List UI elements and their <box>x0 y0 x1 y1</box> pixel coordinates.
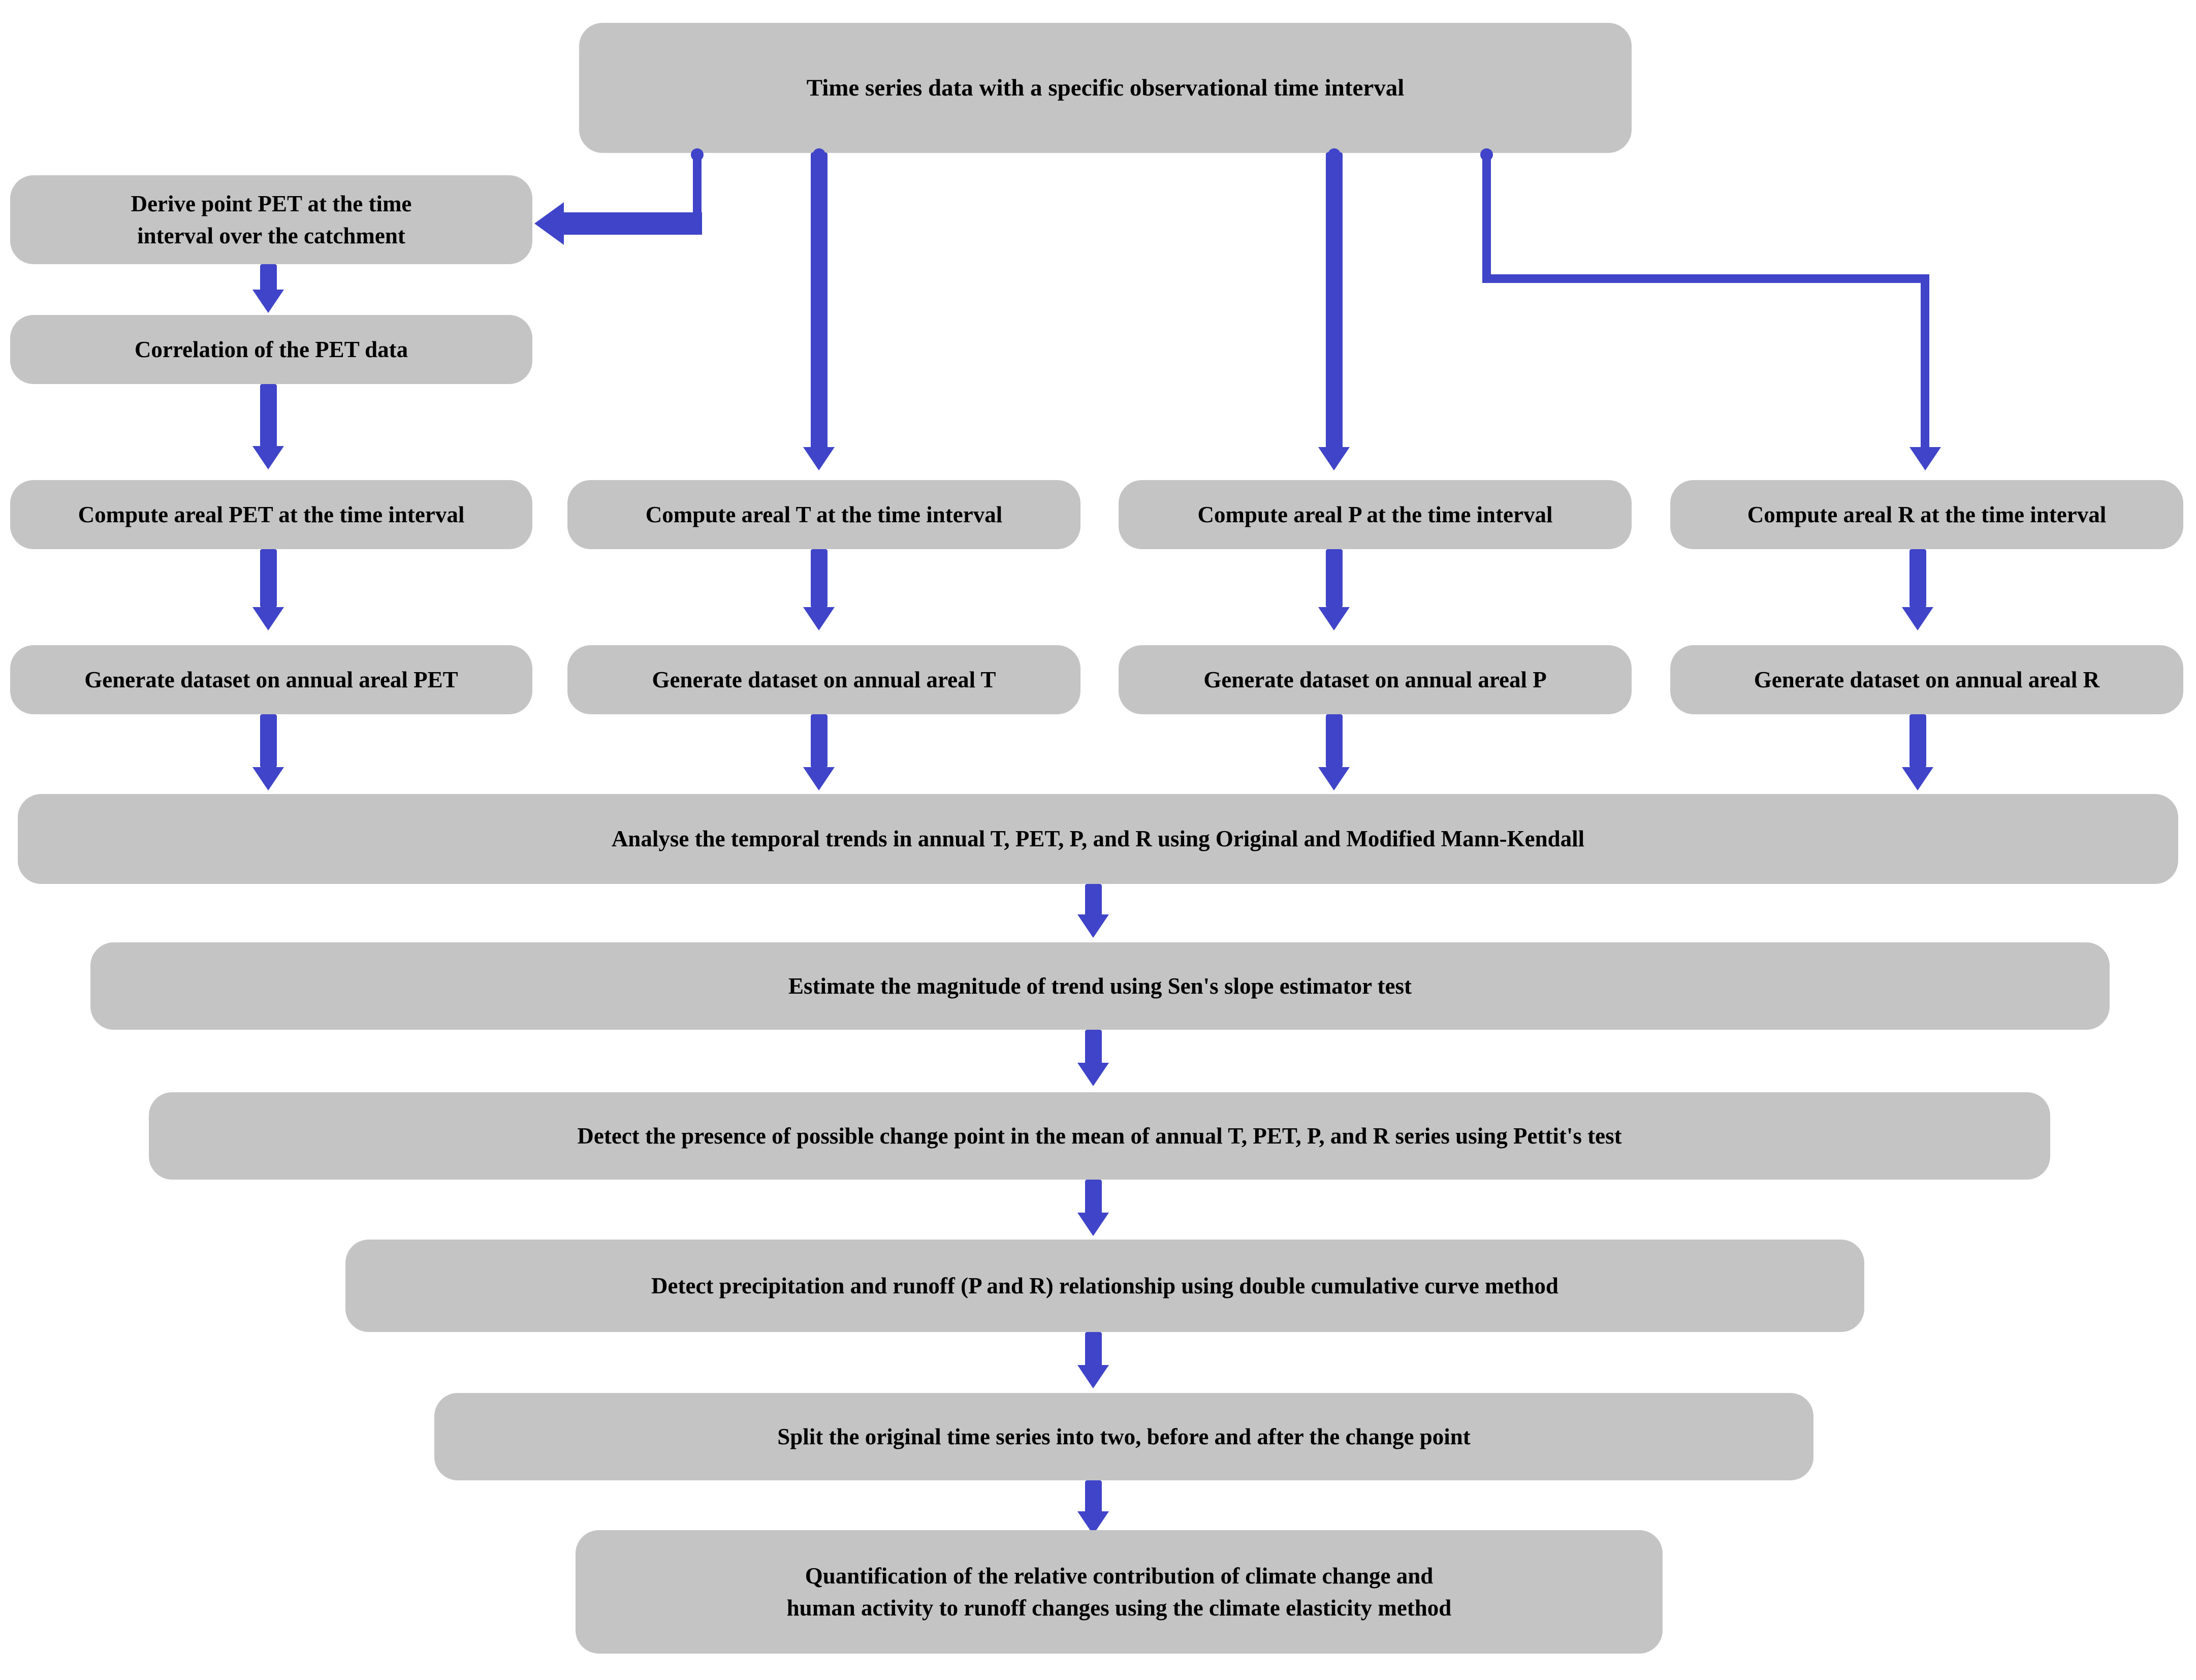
node-split-series[interactable]: Split the original time series into two,… <box>434 1393 1813 1480</box>
connector-datasetpet-to-analyse-arrowhead <box>252 767 284 790</box>
connector-pet-arrowhead <box>534 202 564 245</box>
connector-datasett-to-analyse-arrowhead <box>803 767 835 790</box>
node-sens-slope[interactable]: Estimate the magnitude of trend using Se… <box>90 942 2110 1030</box>
connector-computep-to-datasetp-shaft <box>1326 549 1343 608</box>
node-compute-r-label: Compute areal R at the time interval <box>1747 501 2107 527</box>
node-compute-p[interactable]: Compute areal P at the time interval <box>1119 480 1632 549</box>
node-derive-pet-label: Derive point PET at the time interval ov… <box>131 191 412 248</box>
node-compute-p-label: Compute areal P at the time interval <box>1197 501 1553 527</box>
connector-pettit-to-dcc-arrowhead <box>1077 1213 1109 1236</box>
connector-sens-to-pettit-arrowhead <box>1077 1063 1109 1086</box>
node-dataset-pet[interactable]: Generate dataset on annual areal PET <box>10 645 532 714</box>
connector-datasetp-to-analyse-shaft <box>1326 714 1343 768</box>
node-correlation-pet[interactable]: Correlation of the PET data <box>10 315 532 384</box>
node-dataset-p[interactable]: Generate dataset on annual areal P <box>1119 645 1632 714</box>
connector-computer-to-datasetr-arrowhead <box>1902 607 1933 630</box>
connector-analyse-to-sens-arrowhead <box>1077 914 1109 938</box>
node-split-series-label: Split the original time series into two,… <box>777 1423 1471 1449</box>
connector-datasett-to-analyse-shaft <box>811 714 828 768</box>
node-quantification[interactable]: Quantification of the relative contribut… <box>576 1530 1663 1654</box>
node-correlation-pet-label: Correlation of the PET data <box>134 336 408 362</box>
connector-datasetr-to-analyse-shaft <box>1909 714 1926 768</box>
node-compute-r[interactable]: Compute areal R at the time interval <box>1670 480 2183 549</box>
connector-computet-to-datasett-shaft <box>811 549 828 608</box>
node-dataset-t[interactable]: Generate dataset on annual areal T <box>567 645 1080 714</box>
connector-correlation-to-compute-shaft2 <box>260 411 277 450</box>
node-analyse-trends[interactable]: Analyse the temporal trends in annual T,… <box>18 794 2178 884</box>
node-compute-pet-label: Compute areal PET at the time interval <box>78 501 465 527</box>
connector-r-vertical-a <box>1482 152 1491 279</box>
node-quantification-label: Quantification of the relative contribut… <box>786 1563 1452 1621</box>
connector-pet-horizontal <box>564 212 702 235</box>
connector-computepet-to-datasetpet-shaft <box>260 549 277 608</box>
node-pettit-test-label: Detect the presence of possible change p… <box>577 1123 1622 1149</box>
node-time-series[interactable]: Time series data with a specific observa… <box>579 23 1632 153</box>
connector-datasetr-to-analyse-arrowhead <box>1902 767 1933 790</box>
node-pettit-test[interactable]: Detect the presence of possible change p… <box>149 1092 2050 1180</box>
connector-r-arrowhead <box>1909 447 1941 470</box>
node-compute-pet[interactable]: Compute areal PET at the time interval <box>10 480 532 549</box>
connector-derive-to-correlation-arrowhead <box>252 290 284 313</box>
connector-datasetp-to-analyse-arrowhead <box>1318 767 1350 790</box>
node-compute-t-label: Compute areal T at the time interval <box>645 501 1003 527</box>
connector-dcc-to-split-arrowhead <box>1077 1365 1109 1388</box>
node-dataset-pet-label: Generate dataset on annual areal PET <box>84 667 458 692</box>
node-analyse-trends-label: Analyse the temporal trends in annual T,… <box>611 826 1585 852</box>
node-double-cumulative[interactable]: Detect precipitation and runoff (P and R… <box>345 1240 1864 1332</box>
node-sens-slope-label: Estimate the magnitude of trend using Se… <box>788 973 1412 999</box>
connector-p-shaft <box>1326 152 1343 455</box>
connector-computepet-to-datasetpet-arrowhead <box>252 607 284 630</box>
connector-r-vertical-b <box>1921 274 1929 455</box>
node-compute-t[interactable]: Compute areal T at the time interval <box>567 480 1080 549</box>
node-dataset-r-label: Generate dataset on annual areal R <box>1754 667 2100 692</box>
node-time-series-label: Time series data with a specific observa… <box>806 74 1405 101</box>
connector-correlation-to-compute-arrowhead <box>252 446 284 469</box>
connector-computep-to-datasetp-arrowhead <box>1318 607 1350 630</box>
connector-r-horizontal <box>1482 274 1929 283</box>
connector-p-arrowhead <box>1318 447 1350 470</box>
connector-computet-to-datasett-arrowhead <box>803 607 835 630</box>
connector-computer-to-datasetr-shaft <box>1909 549 1926 608</box>
connector-pet-vertical <box>693 152 702 218</box>
node-dataset-t-label: Generate dataset on annual areal T <box>652 667 996 692</box>
node-double-cumulative-label: Detect precipitation and runoff (P and R… <box>651 1273 1558 1298</box>
node-dataset-p-label: Generate dataset on annual areal P <box>1203 667 1547 692</box>
node-derive-pet[interactable]: Derive point PET at the time interval ov… <box>10 175 532 264</box>
connector-t-arrowhead <box>803 447 835 470</box>
connector-datasetpet-to-analyse-shaft <box>260 714 277 768</box>
node-dataset-r[interactable]: Generate dataset on annual areal R <box>1670 645 2183 714</box>
connector-t-shaft <box>811 152 828 455</box>
